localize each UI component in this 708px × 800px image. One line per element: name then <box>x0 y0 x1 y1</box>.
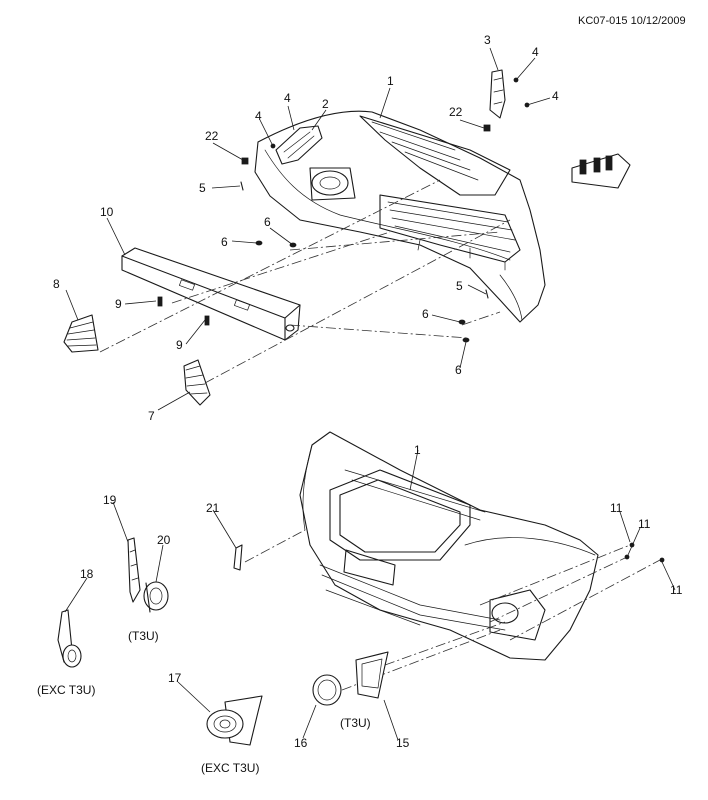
grille-insert-left <box>63 314 99 353</box>
fog-lamp-bezel-t3u <box>355 651 389 699</box>
callout-9-a: 9 <box>115 297 122 311</box>
leader-lines <box>64 47 676 741</box>
callout-8: 8 <box>53 277 60 291</box>
callout-6-d: 6 <box>455 363 462 377</box>
note-exc-t3u-a: (EXC T3U) <box>37 683 95 697</box>
callout-15: 15 <box>396 736 410 750</box>
drawing-id-label: KC07-015 10/12/2009 <box>578 15 686 27</box>
fog-lamp-bezel-exc-t3u <box>206 695 263 746</box>
bracket-right <box>489 69 506 119</box>
callout-18: 18 <box>80 567 94 581</box>
callout-20: 20 <box>157 533 171 547</box>
front-view-orientation-icon <box>571 153 631 189</box>
assembly-lines-lower <box>244 529 661 691</box>
callout-11-a: 11 <box>610 501 623 515</box>
callout-10: 10 <box>100 205 114 219</box>
callout-11-c: 11 <box>670 583 683 597</box>
grille-insert-right <box>183 359 211 406</box>
fog-lamp-t3u <box>143 581 169 613</box>
note-t3u-a: (T3U) <box>128 629 159 643</box>
clip-upper <box>157 296 163 307</box>
fog-lamp-ring-t3u <box>312 674 342 706</box>
callout-4-a: 4 <box>532 45 539 59</box>
trim-molding <box>233 544 243 571</box>
callout-6-a: 6 <box>264 215 271 229</box>
callout-4-c: 4 <box>284 91 291 105</box>
callout-22-a: 22 <box>205 129 219 143</box>
callout-labels: 1 3 4 4 4 2 4 22 22 5 6 6 10 8 9 9 7 5 6… <box>37 33 683 775</box>
callout-5-a: 5 <box>199 181 206 195</box>
note-exc-t3u-b: (EXC T3U) <box>201 761 259 775</box>
callout-16: 16 <box>294 736 308 750</box>
callout-7: 7 <box>148 409 155 423</box>
callout-3: 3 <box>484 33 491 47</box>
energy-absorber-bar <box>121 247 301 341</box>
fog-lamp-bezel-strip <box>127 537 141 603</box>
callout-6-c: 6 <box>422 307 429 321</box>
callout-9-b: 9 <box>176 338 183 352</box>
callout-2: 2 <box>322 97 329 111</box>
callout-1-bottom: 1 <box>414 443 421 457</box>
fog-lamp-assembly-exc-t3u <box>57 609 82 668</box>
front-bumper-fascia-upper <box>254 110 546 323</box>
assembly-lines-upper <box>99 179 511 384</box>
clip-lower <box>204 315 210 326</box>
callout-5-b: 5 <box>456 279 463 293</box>
callout-6-b: 6 <box>221 235 228 249</box>
front-bumper-fascia-lower <box>299 431 599 661</box>
fasteners-lower <box>624 542 665 563</box>
callout-4-b: 4 <box>552 89 559 103</box>
callout-1-top: 1 <box>387 74 394 88</box>
callout-21: 21 <box>206 501 220 515</box>
note-t3u-b: (T3U) <box>340 716 371 730</box>
callout-19: 19 <box>103 493 117 507</box>
callout-11-b: 11 <box>638 517 651 531</box>
callout-4-d: 4 <box>255 109 262 123</box>
callout-17: 17 <box>168 671 182 685</box>
bracket-left <box>275 125 323 165</box>
callout-22-b: 22 <box>449 105 463 119</box>
